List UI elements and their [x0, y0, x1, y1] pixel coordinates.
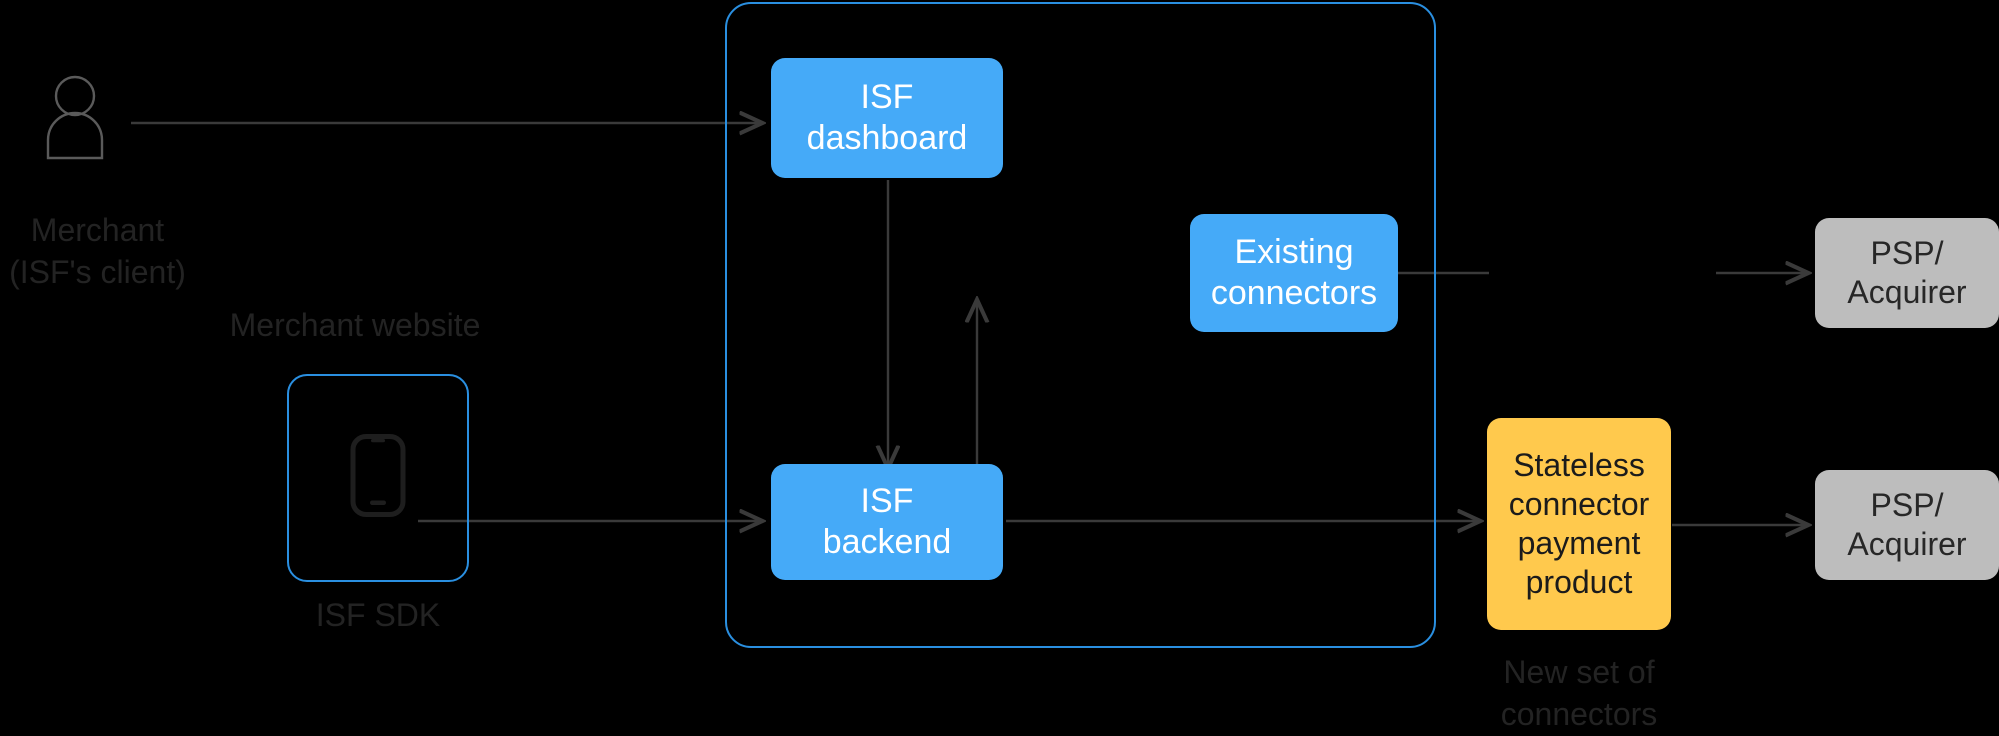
isf-platform-group-box [725, 2, 1436, 648]
node-psp-acquirer-bottom[interactable]: PSP/ Acquirer [1815, 470, 1999, 580]
node-isf-dashboard-line1: ISF [860, 77, 914, 116]
node-psp-acquirer-top[interactable]: PSP/ Acquirer [1815, 218, 1999, 328]
node-existing-connectors-line1: Existing [1234, 232, 1354, 271]
new-set-of-connectors-caption: New set of connectors [1500, 654, 1658, 732]
node-stateless-connector-payment-product[interactable]: Stateless connector payment product [1487, 418, 1671, 630]
node-isf-dashboard[interactable]: ISF dashboard [771, 58, 1003, 178]
isf-sdk-box [287, 374, 469, 582]
node-isf-dashboard-line2: dashboard [806, 119, 968, 157]
merchant-actor [42, 70, 132, 160]
node-isf-backend-line2: backend [822, 523, 952, 561]
merchant-caption: Merchant (ISF's client) [9, 212, 186, 290]
node-existing-connectors-line2: connectors [1210, 274, 1378, 312]
person-icon [46, 75, 104, 160]
node-existing-connectors[interactable]: Existing connectors [1190, 214, 1398, 332]
node-isf-backend[interactable]: ISF backend [771, 464, 1003, 580]
isf-sdk-caption: ISF SDK [315, 597, 441, 633]
merchant-website-caption: Merchant website [229, 307, 481, 343]
mobile-phone-icon [350, 434, 406, 517]
node-isf-backend-line1: ISF [860, 481, 914, 520]
